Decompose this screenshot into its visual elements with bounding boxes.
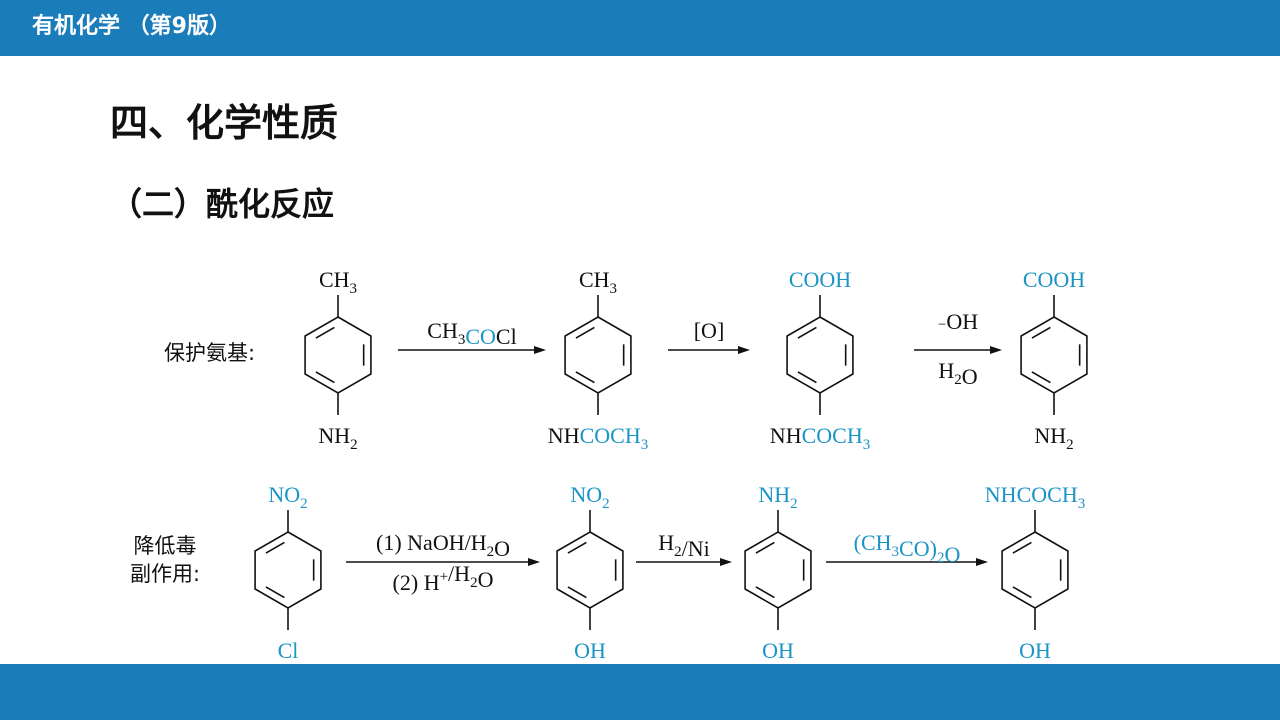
row1-compound-3-bottom-group: NHCOCH3 bbox=[770, 423, 870, 453]
row2-compound-1-ring bbox=[254, 531, 322, 609]
row1-compound-2-top-group: CH3 bbox=[579, 267, 617, 297]
row2-compound-2-ring bbox=[556, 531, 624, 609]
row1-compound-1-ring bbox=[304, 316, 372, 394]
row1-compound-4-bottom-group: NH2 bbox=[1034, 423, 1073, 453]
row2-compound-4-ring bbox=[1001, 531, 1069, 609]
row1-compound-1-top-group: CH3 bbox=[319, 267, 357, 297]
header-bar: 有机化学 （第9版） bbox=[0, 0, 1280, 56]
row1-arrow-2-head bbox=[738, 346, 750, 354]
row1-arrow-2-reagent-above: [O] bbox=[694, 318, 725, 343]
row2-compound-3-bottom-group: OH bbox=[762, 638, 794, 663]
row2-compound-2-bottom-group: OH bbox=[574, 638, 606, 663]
row2-arrow-3-head bbox=[976, 558, 988, 566]
row2-arrow-1-reagent-below: (2) H+/H2O bbox=[393, 561, 494, 595]
row1-compound-4-ring bbox=[1020, 316, 1088, 394]
row1-arrow-3-reagent-below: H2O bbox=[938, 358, 977, 389]
footer-bar bbox=[0, 664, 1280, 720]
row-label-line: 降低毒 bbox=[133, 534, 197, 558]
row2-compound-3-ring bbox=[744, 531, 812, 609]
row1-arrow-1-head bbox=[534, 346, 546, 354]
course-title: 有机化学 （第9版） bbox=[32, 14, 231, 39]
row1-compound-3-ring bbox=[786, 316, 854, 394]
row2-compound-1-bottom-group: Cl bbox=[278, 638, 299, 663]
row2-arrow-1-head bbox=[528, 558, 540, 566]
row2-arrow-2-head bbox=[720, 558, 732, 566]
row-label-line: 副作用: bbox=[130, 562, 201, 586]
row2-compound-1-top-group: NO2 bbox=[268, 482, 307, 512]
row2-arrow-2-reagent-above: H2/Ni bbox=[658, 530, 710, 561]
row-label-protect-amino: 保护氨基: bbox=[164, 341, 256, 365]
row2-compound-2-top-group: NO2 bbox=[570, 482, 609, 512]
row1-arrow-3-reagent-above: −OH bbox=[938, 309, 978, 334]
subsection-title: （二）酰化反应 bbox=[110, 185, 335, 223]
row2-compound-4-bottom-group: OH bbox=[1019, 638, 1051, 663]
row1-compound-4-top-group: COOH bbox=[1023, 267, 1085, 292]
row2-compound-3-top-group: NH2 bbox=[758, 482, 797, 512]
row1-arrow-1-reagent-above: CH3COCl bbox=[427, 318, 516, 349]
row2-arrow-3-reagent-above: (CH3CO)2O bbox=[854, 530, 961, 567]
row1-compound-3-top-group: COOH bbox=[789, 267, 851, 292]
row1-compound-2-ring bbox=[564, 316, 632, 394]
row1-compound-2-bottom-group: NHCOCH3 bbox=[548, 423, 648, 453]
section-title: 四、化学性质 bbox=[110, 101, 339, 145]
row2-compound-4-top-group: NHCOCH3 bbox=[985, 482, 1085, 512]
row2-arrow-1-reagent-above: (1) NaOH/H2O bbox=[376, 530, 510, 561]
row1-arrow-3-head bbox=[990, 346, 1002, 354]
row-label-reduce-toxicity: 降低毒 副作用: bbox=[130, 532, 200, 588]
row1-compound-1-bottom-group: NH2 bbox=[318, 423, 357, 453]
